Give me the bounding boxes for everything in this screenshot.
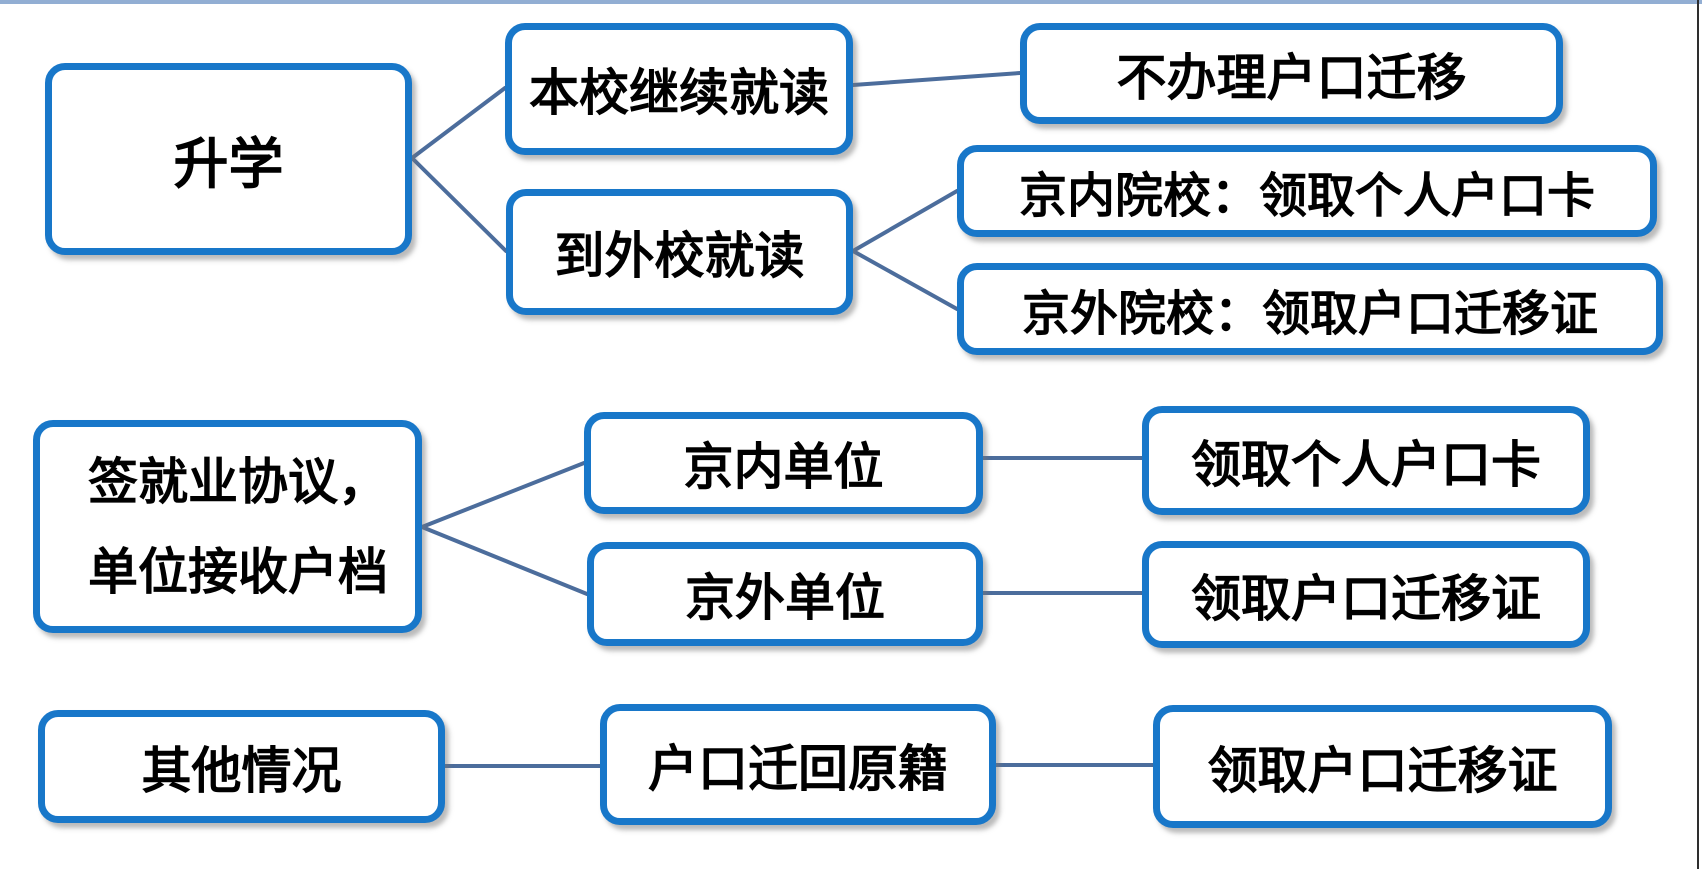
node-lingqu-hukou-qianyizheng-danwei: 领取户口迁移证: [1142, 541, 1590, 648]
connector-shengxue-daowaixiao: [410, 156, 508, 253]
node-benxiao-jixu-jiudu: 本校继续就读: [505, 23, 853, 155]
node-shengxue: 升学: [45, 63, 412, 255]
node-qian-jiuye-xieyi: 签就业协议， 单位接收户档: [33, 420, 422, 633]
node-lingqu-hukou-qianyizheng-qita: 领取户口迁移证: [1153, 705, 1612, 828]
node-jingwai-danwei: 京外单位: [587, 542, 983, 646]
connector-qianjiuye-jingwaidanwei: [420, 525, 589, 596]
node-lingqu-geren-hukouka: 领取个人户口卡: [1142, 406, 1590, 515]
node-dao-waixiao-jiudu: 到外校就读: [506, 189, 853, 315]
connector-daowaixiao-jingnei: [851, 189, 959, 253]
node-bu-banli-hukou-qianyi: 不办理户口迁移: [1020, 23, 1563, 124]
node-jingnei-danwei: 京内单位: [584, 412, 983, 514]
node-qita-qingkuang: 其他情况: [38, 710, 445, 823]
connector-shengxue-benxiao: [410, 86, 507, 160]
node-jingnei-yuanxiao-hukouka: 京内院校：领取个人户口卡: [957, 145, 1657, 237]
connector-qianjiuye-jingneidanwei: [420, 461, 586, 529]
connector-benxiao-bubanli: [851, 71, 1022, 87]
right-border-rule: [1697, 0, 1699, 869]
top-border-rule: [0, 0, 1702, 4]
node-hukou-qianhui-yuanji: 户口迁回原籍: [600, 704, 996, 825]
node-jingwai-yuanxiao-qianyizheng: 京外院校：领取户口迁移证: [957, 263, 1663, 355]
connector-daowaixiao-jingwai: [851, 249, 959, 311]
